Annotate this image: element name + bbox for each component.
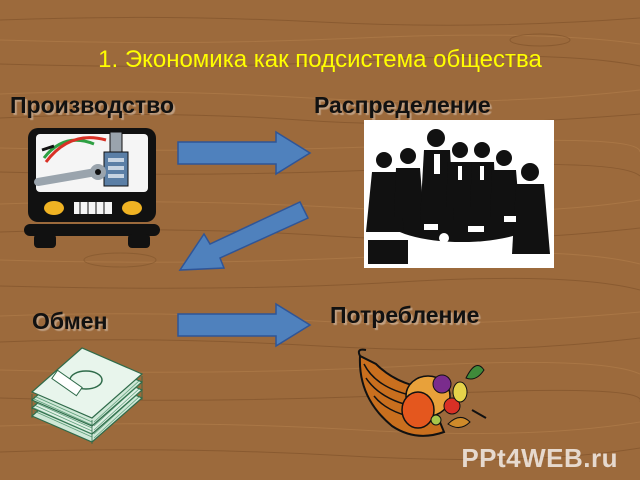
arrow-distribution-to-exchange <box>178 201 310 271</box>
consumption-label: Потребление <box>330 302 480 328</box>
distribution-label: Распределение <box>314 92 491 118</box>
truck-tools-icon <box>24 128 160 248</box>
watermark: PPt4WEB.ru <box>461 443 618 473</box>
money-stack-icon <box>30 347 144 444</box>
cornucopia-icon <box>357 348 487 437</box>
arrow-exchange-to-consumption <box>177 302 312 348</box>
arrow-production-to-distribution <box>177 130 312 176</box>
meeting-people-icon <box>364 120 554 268</box>
slide-title: 1. Экономика как подсистема общества <box>98 46 542 73</box>
production-label: Производство <box>10 92 175 118</box>
exchange-label: Обмен <box>32 308 108 334</box>
